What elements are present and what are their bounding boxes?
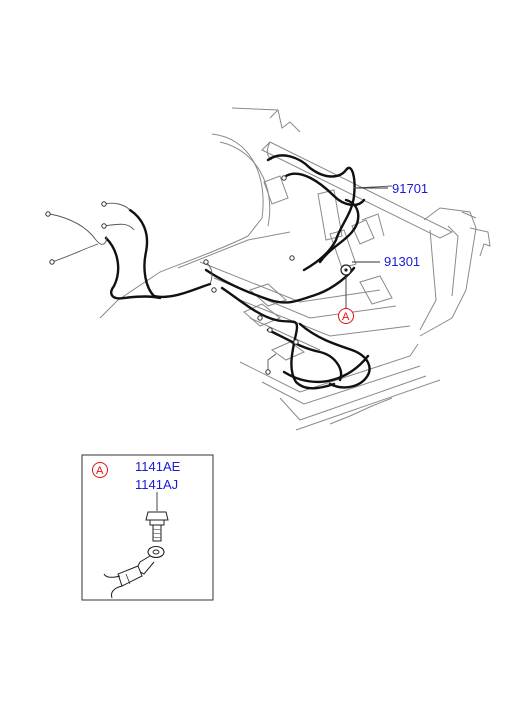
detail-box: A 1141AE 1141AJ <box>81 454 214 601</box>
wiring-harness <box>104 154 371 390</box>
svg-text:A: A <box>342 311 350 323</box>
detail-part-number-2: 1141AJ <box>135 477 178 492</box>
detail-part-number-1: 1141AE <box>135 459 181 474</box>
harness-upper-loop <box>284 172 366 207</box>
callout-a-main: A <box>338 308 354 324</box>
part-number-91701: 91701 <box>392 181 428 196</box>
ground-point <box>340 264 352 308</box>
harness-floor-run <box>204 266 356 304</box>
harness-rear-loop <box>298 322 371 389</box>
sensor-leads <box>45 175 393 375</box>
bolt-icon <box>145 511 169 542</box>
harness-side-loop <box>266 328 343 382</box>
callout-a-detail: A <box>92 462 108 478</box>
harness-upper-branch <box>266 154 356 272</box>
harness-left-branch <box>128 208 212 299</box>
harness-floor-loop <box>220 286 336 390</box>
vehicle-body-outline <box>99 107 491 431</box>
harness-left-outer <box>104 236 162 300</box>
part-number-91301: 91301 <box>384 254 420 269</box>
svg-text:A: A <box>96 465 104 477</box>
ground-terminal-icon <box>103 545 165 599</box>
harness-right-drop <box>318 198 360 264</box>
harness-bottom-run <box>282 354 370 384</box>
